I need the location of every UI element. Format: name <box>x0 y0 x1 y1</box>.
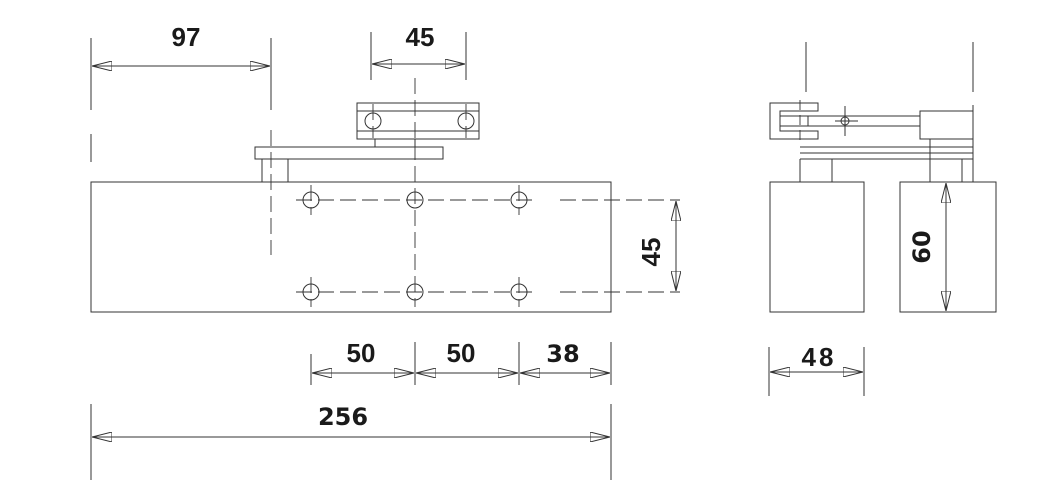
dim-label-60: 60 <box>908 230 936 263</box>
side-u-bracket <box>769 102 819 140</box>
dim-label-50-a: 50 <box>347 338 376 368</box>
dim-label-97: 97 <box>172 22 201 52</box>
dim-label-38: 38 <box>546 340 579 368</box>
mounting-bracket <box>356 102 480 140</box>
arm-plate <box>254 146 444 160</box>
side-cylinder <box>919 110 974 140</box>
dim-label-256: 256 <box>318 403 368 431</box>
dim-label-48: 48 <box>802 342 837 372</box>
side-block-left <box>769 181 865 313</box>
dim-label-50-b: 50 <box>447 338 476 368</box>
side-block-right <box>899 181 997 313</box>
dimension-labels: 97 45 45 50 50 38 256 48 60 <box>172 22 936 431</box>
closer-body <box>90 181 612 313</box>
dim-label-45-top: 45 <box>406 22 435 52</box>
front-view <box>90 32 680 480</box>
dim-label-45-vertical: 45 <box>636 238 666 267</box>
side-view <box>768 42 997 396</box>
